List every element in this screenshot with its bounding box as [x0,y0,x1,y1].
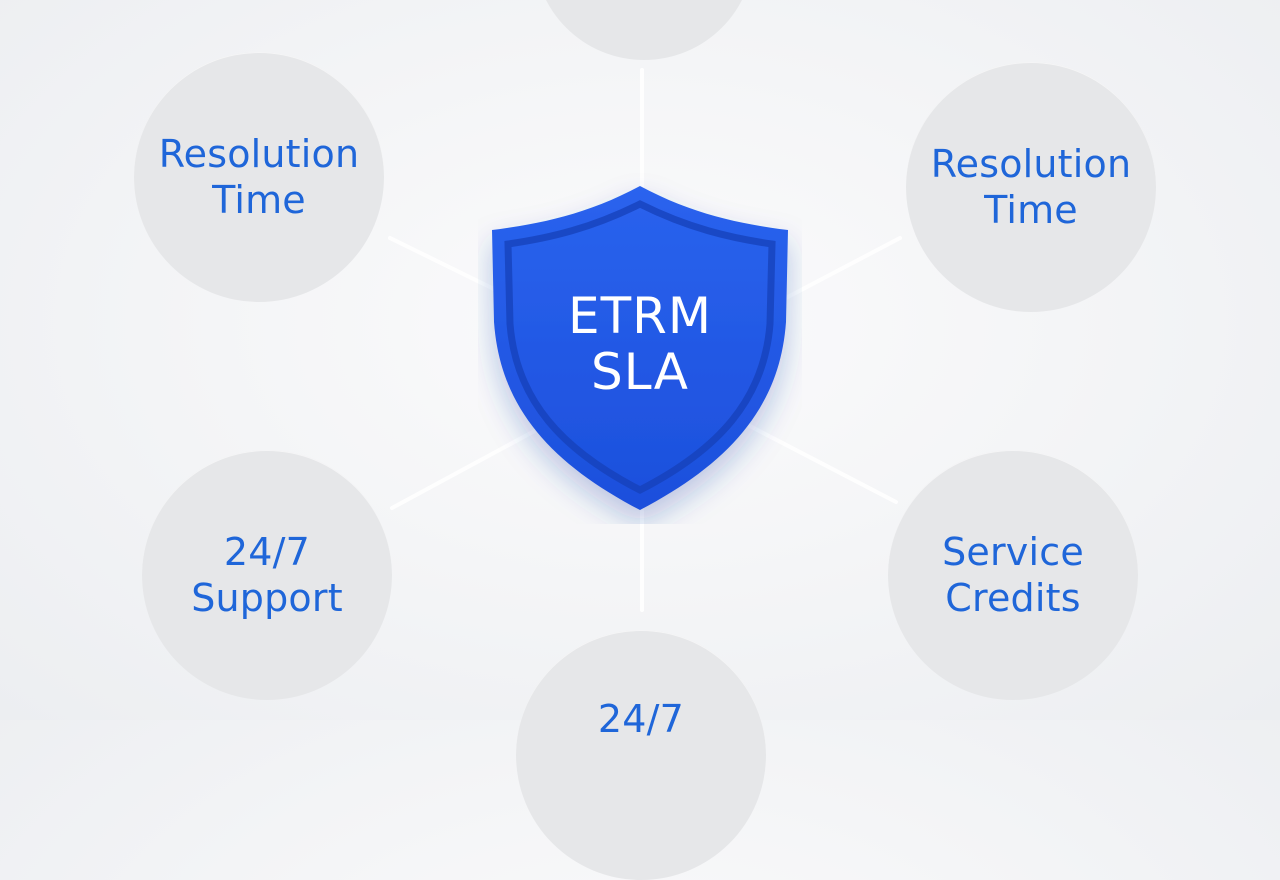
node-bottom-right-label: Service Credits [942,530,1084,620]
shield-outer [492,186,788,510]
connector-top-left [388,236,502,294]
node-top-right-label: Resolution Time [930,142,1132,232]
shield-icon [492,186,788,510]
node-bottom: 24/7 [516,630,766,880]
connector-bottom-left [390,426,542,510]
node-bottom-label: 24/7 [597,697,685,741]
connector-bottom-right [744,422,898,504]
node-top-right: Resolution Time [906,62,1156,312]
node-top-left: Resolution Time [134,52,384,302]
connector-lines [0,0,1280,720]
shield-title-line2: SLA [591,343,689,401]
node-top-left-label: Resolution Time [158,132,360,222]
shield-inner-edge [504,200,776,494]
node-bottom-right: Service Credits [888,450,1138,700]
node-bottom-left: 24/7 Support [142,450,392,700]
node-bottom-left-label: 24/7 Support [191,530,343,620]
shield-title-line1: ETRM [567,287,712,345]
connector-top-right [780,236,902,302]
